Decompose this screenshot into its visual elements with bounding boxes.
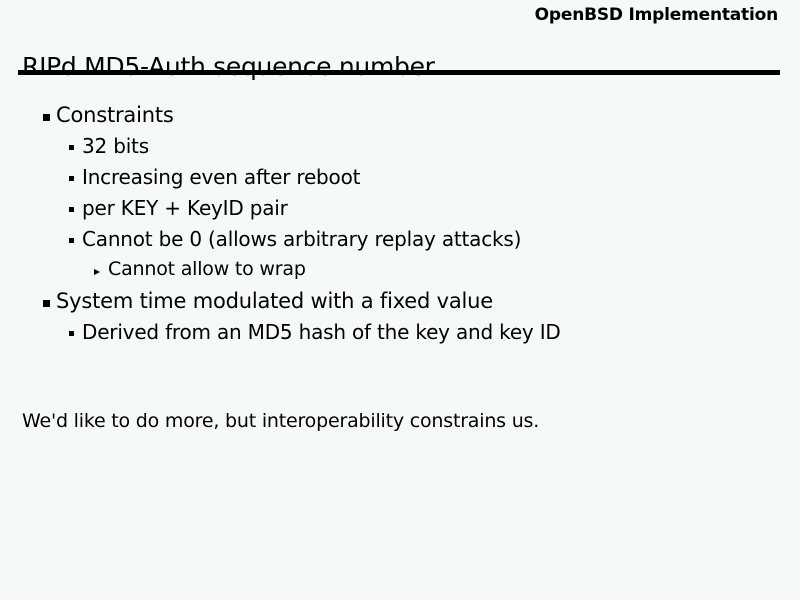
slide-title: RIPd MD5-Auth sequence number [22,51,435,81]
bullet-label: Increasing even after reboot [82,165,361,189]
bullet-list: Constraints 32 bits Increasing even afte… [0,105,800,353]
closing-note: We'd like to do more, but interoperabili… [22,410,540,432]
bullet-label: 32 bits [82,134,149,158]
bullet-label: Constraints [56,103,174,127]
title-divider [18,70,780,75]
small-square-bullet-icon [69,198,82,219]
bullet-item: Derived from an MD5 hash of the key and … [0,322,800,353]
bullet-label: System time modulated with a fixed value [56,289,493,313]
bullet-item: Increasing even after reboot [0,167,800,198]
bullet-item: Cannot allow to wrap [0,260,800,291]
bullet-item: 32 bits [0,136,800,167]
triangle-bullet-icon [94,260,108,280]
bullet-item: System time modulated with a fixed value [0,291,800,322]
bullet-label: per KEY + KeyID pair [82,196,288,220]
bullet-item: Cannot be 0 (allows arbitrary replay att… [0,229,800,260]
square-bullet-icon [43,291,56,312]
slide-header-label: OpenBSD Implementation [534,5,779,25]
small-square-bullet-icon [69,167,82,188]
bullet-item: per KEY + KeyID pair [0,198,800,229]
bullet-label: Cannot be 0 (allows arbitrary replay att… [82,227,522,251]
square-bullet-icon [43,105,56,126]
bullet-label: Cannot allow to wrap [108,258,306,280]
small-square-bullet-icon [69,229,82,250]
bullet-label: Derived from an MD5 hash of the key and … [82,320,561,344]
small-square-bullet-icon [69,136,82,157]
small-square-bullet-icon [69,322,82,343]
bullet-item: Constraints [0,105,800,136]
